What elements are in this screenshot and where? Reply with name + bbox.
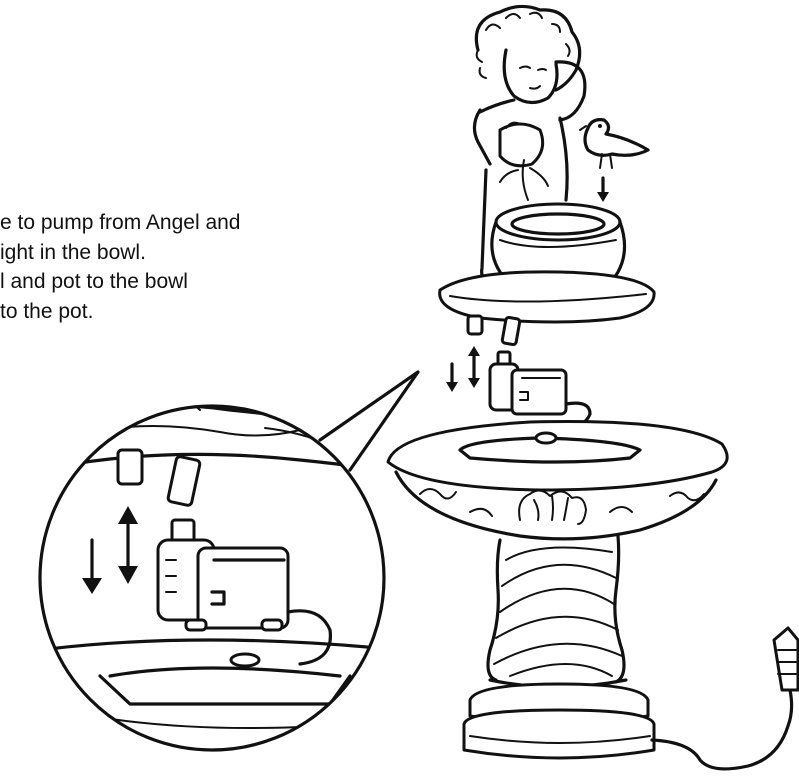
fountain-base	[464, 684, 654, 758]
bird-figure	[580, 120, 648, 202]
zoom-callout	[30, 372, 440, 750]
pedestal-column	[488, 536, 626, 687]
power-cord	[652, 628, 798, 769]
basin-bowl	[388, 421, 727, 538]
angel-tray	[440, 272, 654, 345]
pump-small	[446, 346, 590, 432]
